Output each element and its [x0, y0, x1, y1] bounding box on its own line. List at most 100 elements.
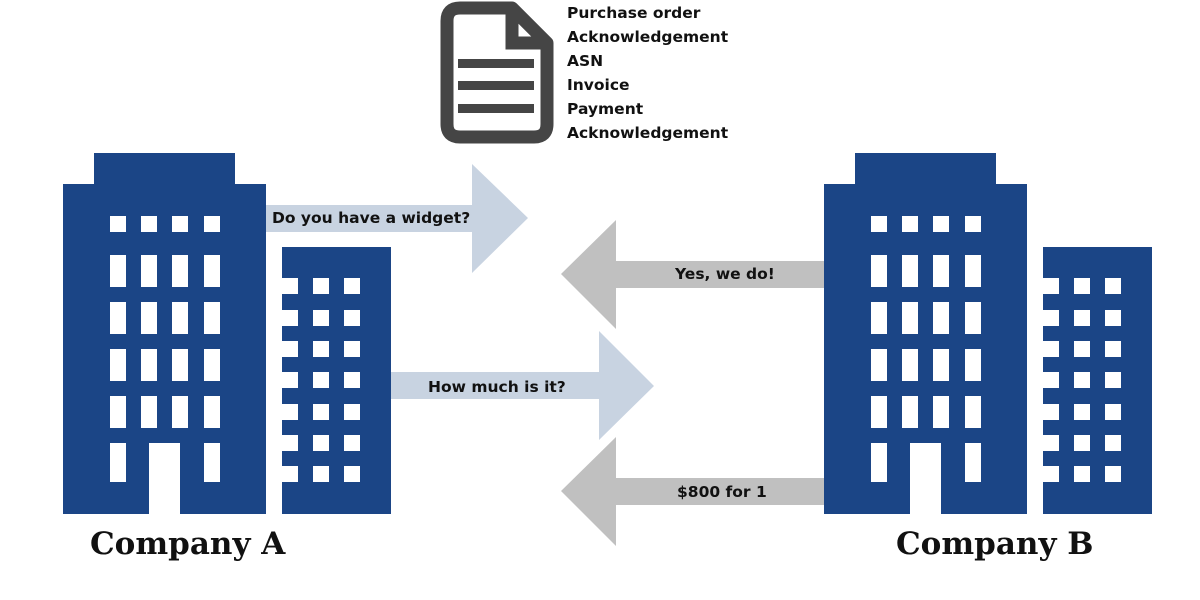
window	[871, 216, 887, 232]
window	[344, 278, 360, 294]
window	[965, 443, 981, 482]
document-type-item: ASN	[567, 52, 604, 70]
window	[282, 310, 298, 326]
window	[965, 396, 981, 428]
document-type-item: Invoice	[567, 76, 630, 94]
window	[933, 302, 949, 334]
window	[1074, 341, 1090, 357]
window	[204, 349, 220, 381]
window	[871, 302, 887, 334]
window	[282, 404, 298, 420]
window	[902, 396, 918, 428]
window	[871, 349, 887, 381]
window	[1074, 404, 1090, 420]
message-response-1: Yes, we do!	[675, 265, 775, 283]
company-a-buildings-icon	[63, 153, 391, 514]
window	[871, 396, 887, 428]
window	[1074, 466, 1090, 482]
window	[282, 466, 298, 482]
window	[141, 255, 157, 287]
window	[204, 255, 220, 287]
door	[910, 443, 941, 514]
window	[1074, 278, 1090, 294]
window	[1105, 372, 1121, 388]
window	[902, 255, 918, 287]
window	[1043, 435, 1059, 451]
window	[110, 443, 126, 482]
window	[1074, 310, 1090, 326]
window	[1043, 278, 1059, 294]
window	[344, 372, 360, 388]
door	[149, 443, 180, 514]
window	[965, 216, 981, 232]
message-response-2: $800 for 1	[677, 483, 767, 501]
window	[204, 302, 220, 334]
window	[871, 443, 887, 482]
window	[204, 396, 220, 428]
document-icon	[440, 1, 554, 144]
window	[141, 302, 157, 334]
window	[1105, 435, 1121, 451]
window	[1105, 278, 1121, 294]
window	[204, 443, 220, 482]
small-building-body	[1043, 247, 1152, 514]
window	[1043, 404, 1059, 420]
company-a-label: Company A	[90, 526, 286, 562]
window	[933, 396, 949, 428]
window	[282, 435, 298, 451]
window	[110, 349, 126, 381]
document-type-item: Acknowledgement	[567, 124, 729, 142]
window	[282, 341, 298, 357]
arrow-request-1	[266, 164, 528, 273]
tall-building-top	[94, 153, 235, 185]
window	[344, 310, 360, 326]
window	[204, 216, 220, 232]
window	[110, 255, 126, 287]
message-request-1: Do you have a widget?	[272, 209, 471, 227]
window	[313, 466, 329, 482]
window	[933, 255, 949, 287]
window	[344, 466, 360, 482]
window	[1043, 310, 1059, 326]
window	[344, 404, 360, 420]
window	[1105, 466, 1121, 482]
document-type-item: Purchase order	[567, 4, 701, 22]
window	[141, 349, 157, 381]
window	[1043, 341, 1059, 357]
window	[313, 404, 329, 420]
window	[965, 302, 981, 334]
window	[313, 278, 329, 294]
window	[282, 278, 298, 294]
window	[965, 255, 981, 287]
window	[965, 349, 981, 381]
window	[141, 216, 157, 232]
window	[313, 341, 329, 357]
arrow-response-1	[561, 220, 824, 329]
window	[110, 396, 126, 428]
window	[313, 310, 329, 326]
window	[1074, 372, 1090, 388]
window	[313, 435, 329, 451]
window	[172, 396, 188, 428]
window	[871, 255, 887, 287]
window	[933, 216, 949, 232]
window	[141, 396, 157, 428]
window	[1105, 341, 1121, 357]
window	[1043, 466, 1059, 482]
window	[344, 435, 360, 451]
document-type-item: Payment	[567, 100, 644, 118]
window	[282, 372, 298, 388]
document-types-list: Purchase order Acknowledgement ASN Invoi…	[567, 1, 728, 145]
window	[110, 302, 126, 334]
window	[110, 216, 126, 232]
document-type-item: Acknowledgement	[567, 28, 729, 46]
tall-building-top	[855, 153, 996, 185]
window	[933, 349, 949, 381]
window	[902, 302, 918, 334]
window	[1043, 372, 1059, 388]
company-b-buildings-icon	[824, 153, 1152, 514]
window	[313, 372, 329, 388]
window	[172, 349, 188, 381]
window	[172, 302, 188, 334]
